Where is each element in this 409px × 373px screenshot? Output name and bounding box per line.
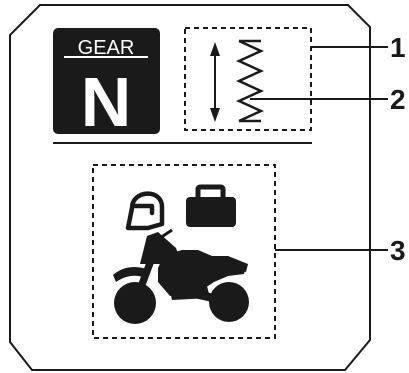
suspension-box (185, 28, 311, 130)
suspension-indicator (185, 28, 311, 130)
gear-value: N (81, 63, 132, 141)
gear-label: GEAR (78, 37, 135, 59)
callout-number-1: 1 (390, 32, 406, 63)
motorcycle-icon (113, 230, 249, 324)
suspension-arrow-icon (210, 42, 220, 122)
gear-indicator: GEAR N (53, 28, 160, 141)
helmet-icon (128, 194, 162, 228)
load-indicator (93, 165, 275, 338)
callout-number-2: 2 (390, 84, 406, 115)
callout-number-3: 3 (390, 235, 406, 266)
suspension-spring-icon (239, 41, 261, 121)
luggage-icon (186, 187, 236, 227)
